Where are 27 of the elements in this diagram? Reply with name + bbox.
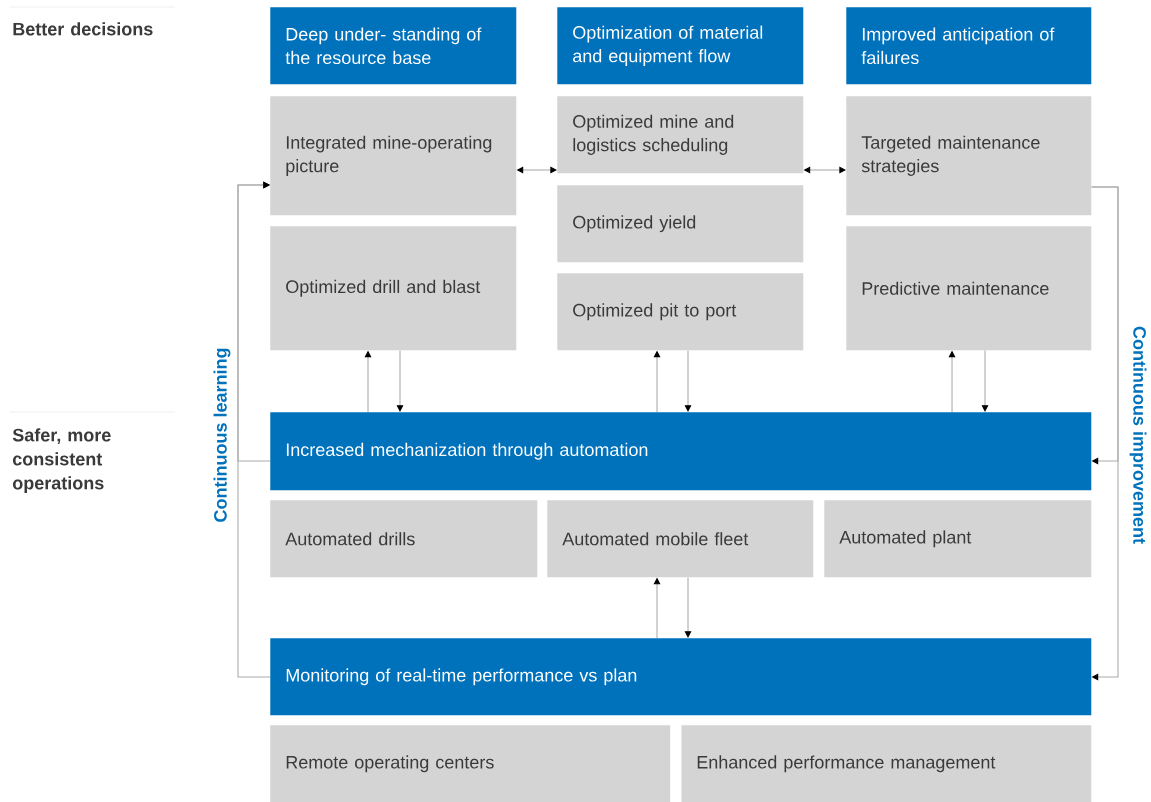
side-label: Safer, more consistent operations [12, 428, 111, 494]
edge-label: Continuous learning [212, 346, 232, 524]
arrow [396, 350, 404, 412]
arrow [1091, 186, 1119, 681]
process-box: Automated mobile fleet [547, 500, 814, 578]
process-box: Optimized yield [557, 185, 804, 263]
arrow [237, 181, 271, 462]
process-box: Targeted maintenance strategies [846, 96, 1092, 216]
header-box: Increased mechanization through automation [270, 412, 1092, 491]
process-box: Automated drills [270, 500, 538, 578]
arrow [684, 577, 692, 638]
process-box: Optimized mine and logistics scheduling [557, 96, 804, 174]
process-box: Enhanced performance management [681, 725, 1092, 802]
header-box: Deep under- standing of the resource base [270, 7, 517, 85]
edge-label: Continuous improvement [1128, 324, 1148, 546]
process-box: Predictive maintenance [846, 226, 1092, 351]
header-box: Improved anticipation of failures [846, 7, 1092, 85]
process-box: Optimized pit to port [557, 273, 804, 351]
process-box: Automated plant [824, 500, 1092, 578]
side-label: Better decisions [13, 22, 153, 36]
header-box: Optimization of material and equipment flow [557, 7, 804, 85]
header-box: Monitoring of real-time performance vs plan [270, 638, 1092, 716]
process-box: Remote operating centers [270, 725, 671, 802]
process-box: Integrated mine-operating picture [270, 96, 517, 216]
arrow [981, 350, 989, 412]
arrow [684, 350, 692, 412]
process-box: Optimized drill and blast [270, 226, 517, 351]
